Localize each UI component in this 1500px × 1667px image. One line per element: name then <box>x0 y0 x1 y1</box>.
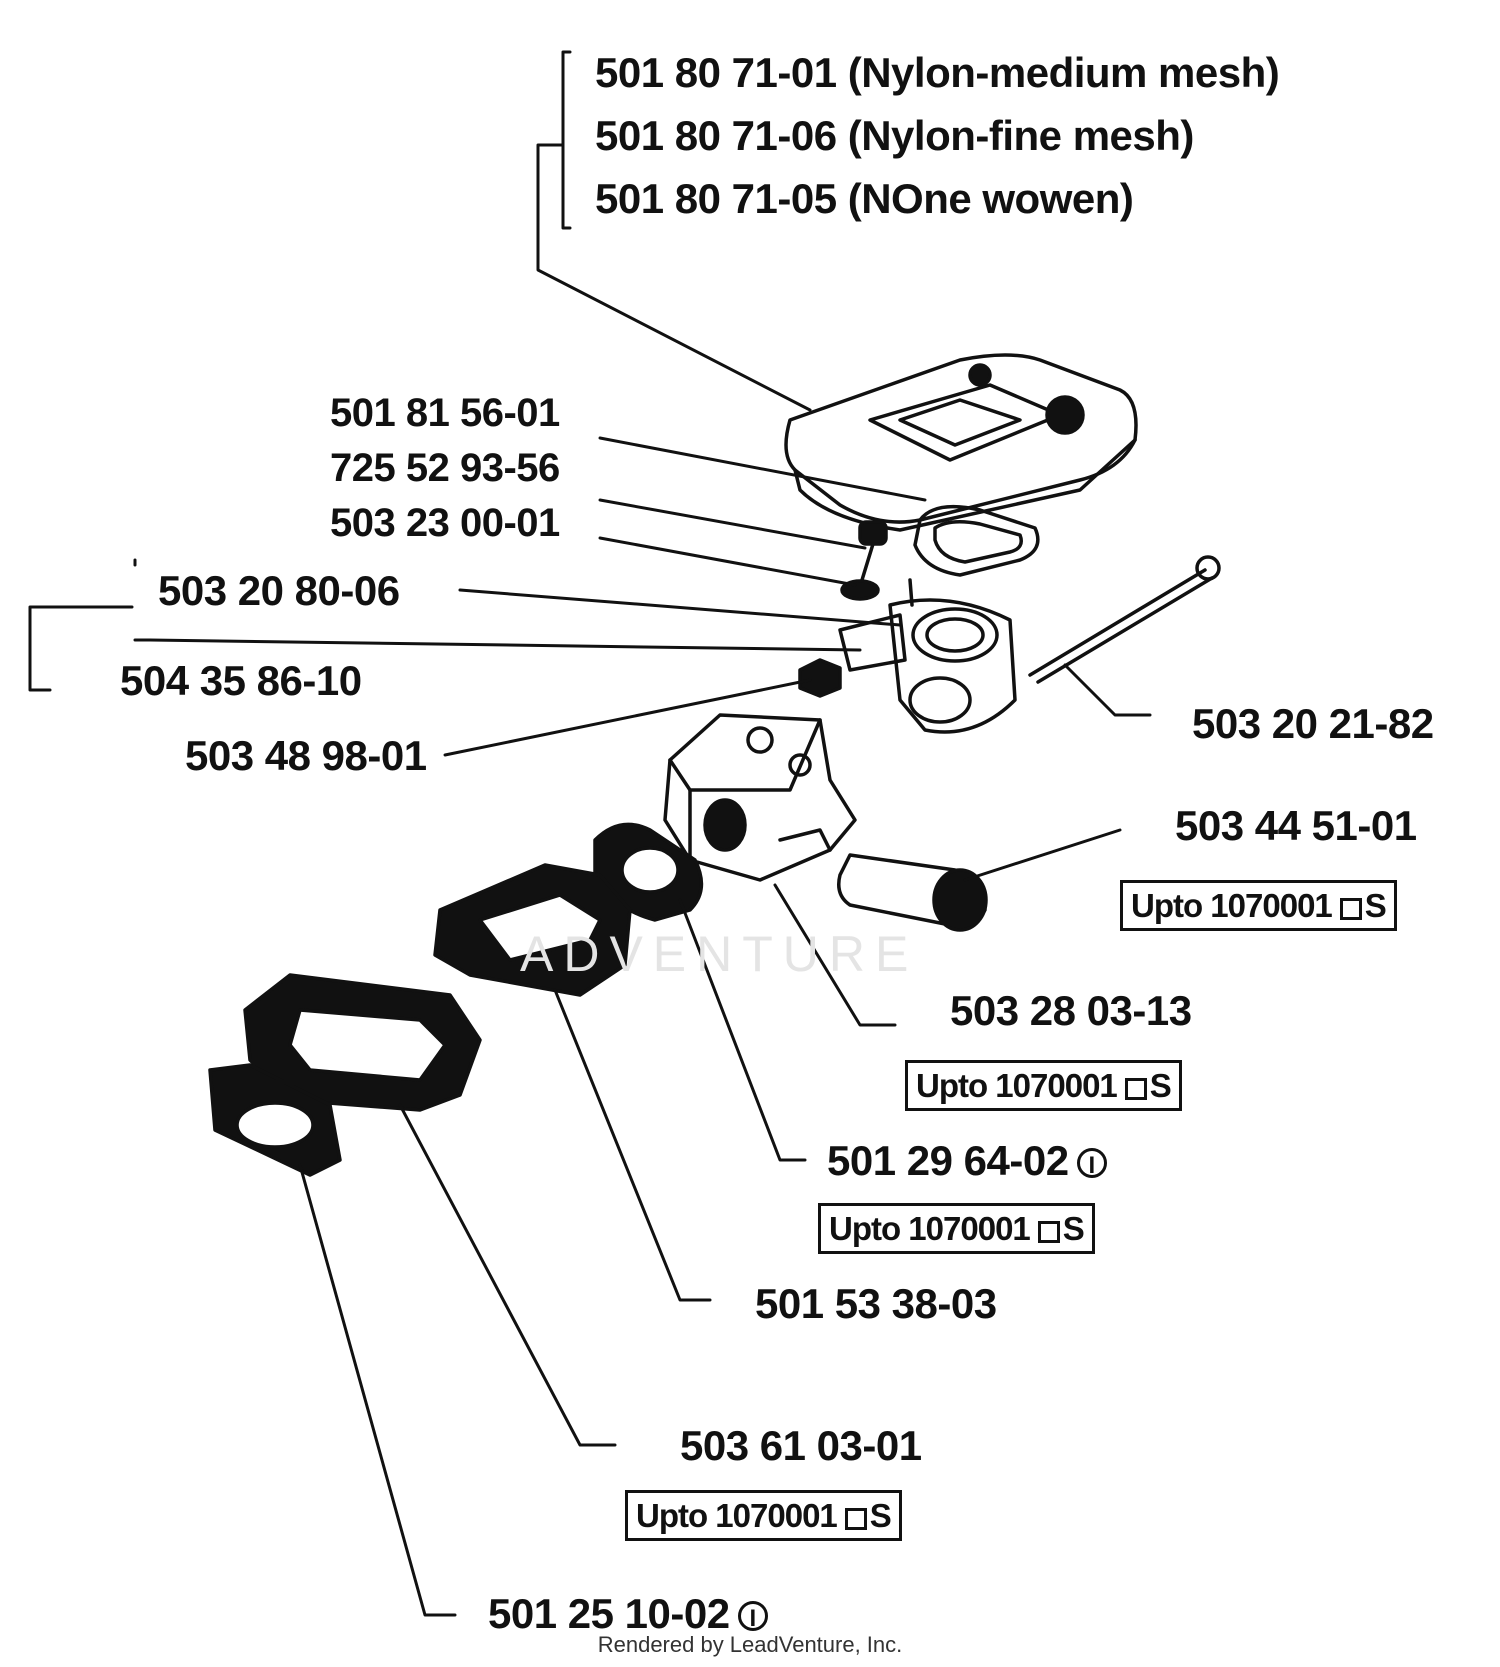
leader-lines <box>28 50 1152 1617</box>
square-symbol-icon <box>1124 1078 1147 1100</box>
label-503-23-00-01: 503 23 00-01 <box>330 501 560 545</box>
note-upto-intake-boot: Upto 1070001 S <box>625 1490 902 1541</box>
note-upto-text: Upto 1070001 <box>829 1210 1031 1247</box>
air-filter-part <box>784 353 1138 532</box>
label-503-61-03-01: 503 61 03-01 <box>680 1422 922 1469</box>
note-upto-suffix: S <box>1149 1067 1172 1104</box>
note-upto-suffix: S <box>1364 887 1387 924</box>
intake-adaptor-part <box>838 578 1017 734</box>
base-gasket-part <box>208 1063 342 1177</box>
label-503-48-98-01: 503 48 98-01 <box>185 732 427 779</box>
bolt-part <box>1028 555 1221 684</box>
nut-part <box>798 658 842 698</box>
watermark: ADVENTURE <box>520 926 919 982</box>
note-upto-carb-gasket: Upto 1070001 S <box>818 1203 1095 1254</box>
label-501-81-56-01: 501 81 56-01 <box>330 391 560 435</box>
note-upto-text: Upto 1070001 <box>636 1497 838 1534</box>
note-upto-carburettor: Upto 1070001 S <box>905 1060 1182 1111</box>
screw-washer-part <box>840 520 888 601</box>
circle-mark-icon: I <box>737 1601 768 1632</box>
note-upto-text: Upto 1070001 <box>1131 887 1333 924</box>
credit-footer: Rendered by LeadVenture, Inc. <box>597 1632 903 1657</box>
label-503-20-80-06: 503 20 80-06 <box>158 567 400 614</box>
label-503-28-03-13: 503 28 03-13 <box>950 987 1192 1034</box>
label-filter-nonwoven: 501 80 71-05 (NOne wowen) <box>595 175 1134 222</box>
carburettor-part <box>663 713 857 882</box>
note-upto-suffix: S <box>1062 1210 1085 1247</box>
square-symbol-icon <box>844 1508 867 1530</box>
part-number: 501 25 10-02 <box>488 1590 730 1637</box>
note-upto-suffix: S <box>869 1497 892 1534</box>
label-filter-fine: 501 80 71-06 (Nylon-fine mesh) <box>595 112 1194 159</box>
circle-mark-icon: I <box>1076 1148 1107 1179</box>
part-number: 501 29 64-02 <box>827 1137 1069 1184</box>
label-504-35-86-10: 504 35 86-10 <box>120 657 362 704</box>
square-symbol-icon <box>1339 898 1362 920</box>
fuel-filter-part <box>837 853 988 932</box>
filter-gasket-part <box>913 504 1040 577</box>
note-upto-text: Upto 1070001 <box>916 1067 1118 1104</box>
intake-boot-part <box>243 973 482 1112</box>
label-725-52-93-56: 725 52 93-56 <box>330 446 560 490</box>
carb-gasket-part <box>593 822 704 922</box>
square-symbol-icon <box>1037 1221 1060 1243</box>
label-503-44-51-01: 503 44 51-01 <box>1175 802 1417 849</box>
label-filter-medium: 501 80 71-01 (Nylon-medium mesh) <box>595 49 1280 96</box>
label-503-20-21-82: 503 20 21-82 <box>1192 700 1434 747</box>
spacer-block-part <box>433 863 632 997</box>
note-upto-fuel-filter: Upto 1070001 S <box>1120 880 1397 931</box>
label-501-53-38-03: 501 53 38-03 <box>755 1280 997 1327</box>
